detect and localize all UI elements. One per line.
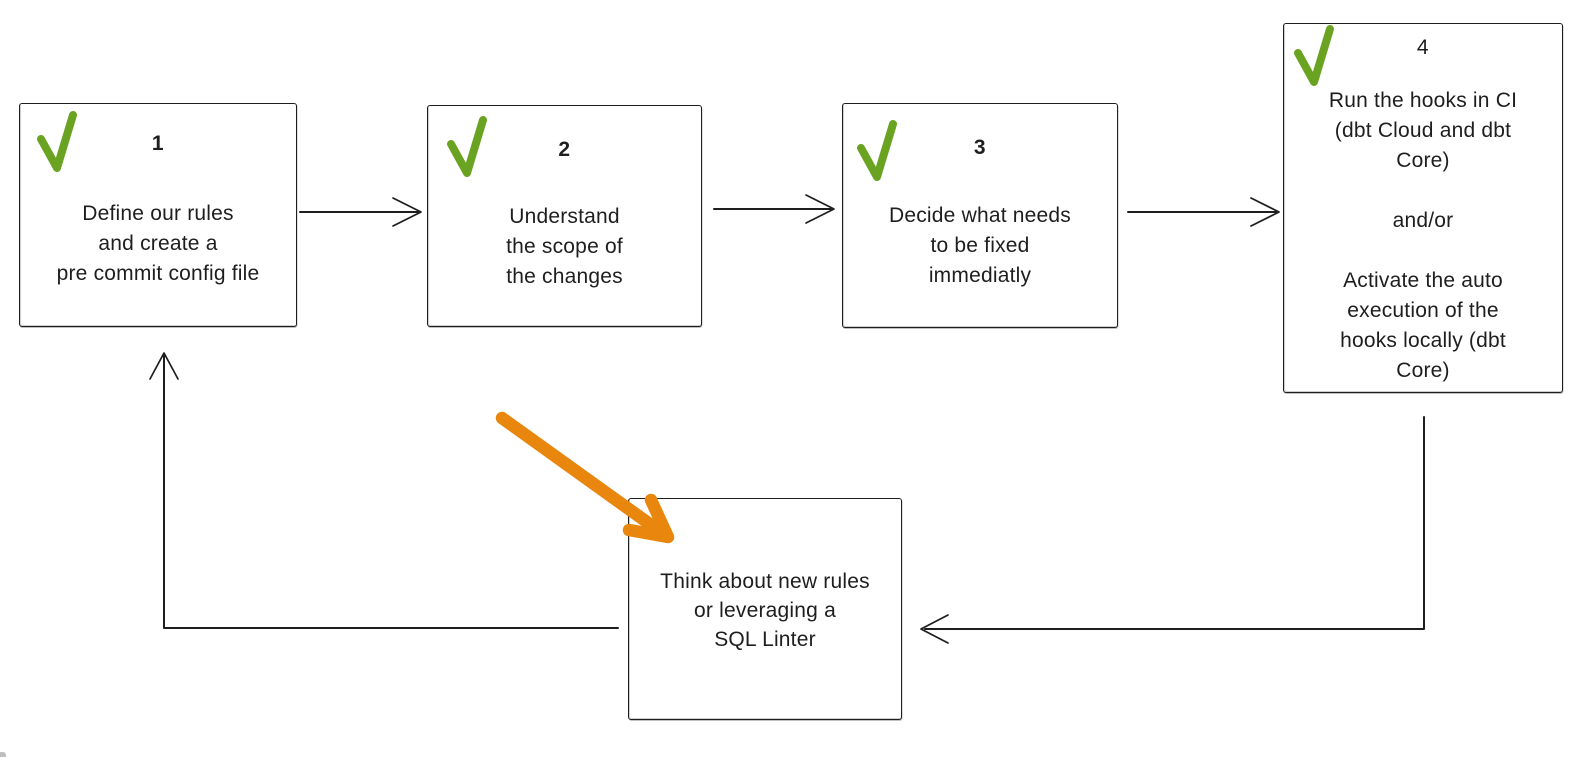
arrow-step3-to-step4 xyxy=(1127,197,1280,227)
step-text-line: the changes xyxy=(506,265,623,288)
step-number-2: 2 xyxy=(558,138,571,161)
step-text-line: Define our rules xyxy=(82,202,234,225)
step-text-line: to be fixed xyxy=(930,234,1030,257)
loop-text-line: Think about new rules xyxy=(660,570,870,593)
loop-box-text: Think about new rules or leveraging a SQ… xyxy=(633,567,897,654)
arrow-step1-to-step2 xyxy=(299,197,422,227)
arrow-loop-box-to-step1 xyxy=(149,352,619,629)
step-text-line xyxy=(1288,176,1558,206)
step-text-line: pre commit config file xyxy=(56,262,260,285)
screen-corner-artifact xyxy=(0,752,6,757)
loop-text-line: SQL Linter xyxy=(714,628,816,651)
step-text-line: Understand xyxy=(509,205,620,228)
step-text-line: (dbt Cloud and dbt xyxy=(1334,119,1512,142)
step-text-line: immediatly xyxy=(928,264,1032,287)
step-text-line: Activate the auto xyxy=(1343,269,1503,292)
step-text-line: and/or xyxy=(1392,209,1454,232)
arrow-step4-to-loop-box xyxy=(920,416,1425,644)
step-text-line: the scope of xyxy=(506,235,623,258)
step-text-line: Core) xyxy=(1396,359,1450,382)
step-number-4: 4 xyxy=(1416,36,1430,59)
step-number-1: 1 xyxy=(151,132,165,155)
step-box-3: 3 Decide what needs to be fixed immediat… xyxy=(842,103,1118,328)
step-text-line: execution of the xyxy=(1347,299,1499,322)
loop-box: Think about new rules or leveraging a SQ… xyxy=(628,498,902,720)
step-text-line: Core) xyxy=(1396,149,1450,172)
step-box-4: 4 Run the hooks in CI (dbt Cloud and dbt… xyxy=(1283,23,1563,393)
step-box-2: 2 Understand the scope of the changes xyxy=(427,105,702,327)
arrow-step2-to-step3 xyxy=(713,194,835,224)
step-text-1: Define our rules and create a pre commit… xyxy=(24,199,292,289)
step-text-line: hooks locally (dbt xyxy=(1340,329,1506,352)
step-text-line: Run the hooks in CI xyxy=(1328,89,1518,112)
step-text-4: Run the hooks in CI (dbt Cloud and dbt C… xyxy=(1288,86,1558,386)
step-text-line: Decide what needs xyxy=(888,204,1071,227)
step-box-1: 1 Define our rules and create a pre comm… xyxy=(19,103,297,327)
step-text-line: and create a xyxy=(98,232,218,255)
step-text-2: Understand the scope of the changes xyxy=(432,202,697,292)
step-text-line xyxy=(1288,236,1558,266)
loop-text-line: or leveraging a xyxy=(694,599,836,622)
step-number-3: 3 xyxy=(973,136,987,159)
step-text-3: Decide what needs to be fixed immediatly xyxy=(847,201,1113,291)
